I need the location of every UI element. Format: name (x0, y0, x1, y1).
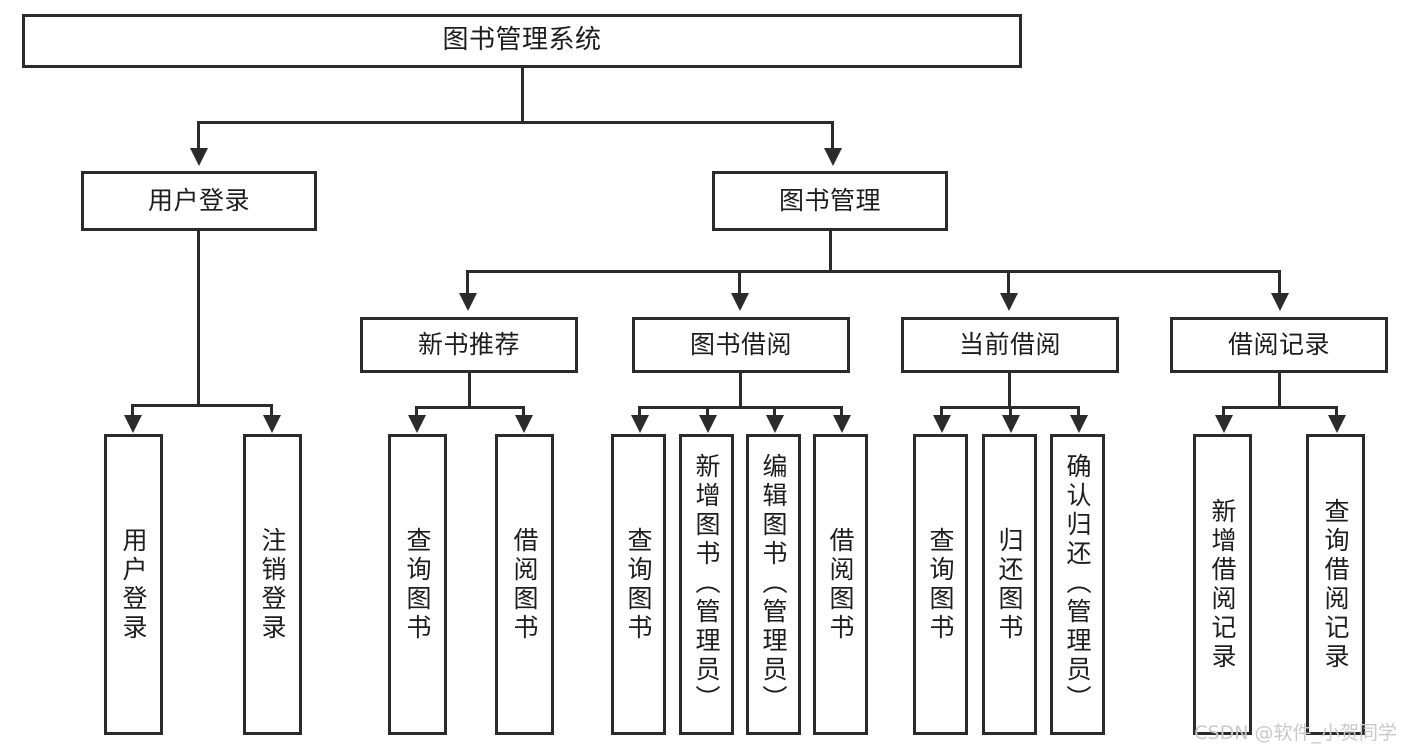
connector-current-borrow-leaf-2 (1009, 406, 1012, 416)
connector-root-bus (197, 121, 834, 124)
connector-to-book-mgmt (831, 121, 834, 149)
arrow-borrow-record-leaf-2 (1328, 415, 1346, 433)
connector-new-book-stem (468, 373, 471, 406)
node-label: 用户登录 (147, 185, 250, 215)
node-new-book-recommend[interactable]: 新书推荐 (360, 317, 578, 373)
node-label: 借阅图书 (826, 526, 855, 643)
connector-book-mgmt-stem (829, 231, 832, 270)
node-label: 借阅图书 (510, 526, 539, 643)
node-label: 新增图书（管理员） (692, 453, 721, 714)
leaf-add-book-admin[interactable]: 新增图书（管理员） (679, 434, 734, 735)
connector-to-current-borrow (1007, 270, 1010, 294)
arrow-to-user-login (190, 148, 208, 166)
node-user-login[interactable]: 用户登录 (81, 171, 317, 231)
connector-book-borrow-leaf-3 (773, 406, 776, 416)
leaf-query-book-new[interactable]: 查询图书 (388, 434, 447, 735)
arrow-to-book-borrow (731, 293, 749, 311)
connector-user-login-leaf-2 (270, 404, 273, 416)
node-label: 查询图书 (926, 526, 955, 643)
node-root-system[interactable]: 图书管理系统 (22, 14, 1022, 68)
arrow-book-borrow-leaf-1 (631, 415, 649, 433)
connector-user-login-bus (131, 404, 270, 407)
connector-book-borrow-stem (739, 373, 742, 406)
node-current-borrow[interactable]: 当前借阅 (901, 317, 1119, 373)
node-label: 新增借阅记录 (1208, 497, 1237, 672)
arrow-current-borrow-leaf-1 (933, 415, 951, 433)
node-label: 用户登录 (119, 526, 148, 643)
node-book-management[interactable]: 图书管理 (712, 171, 948, 231)
arrow-book-borrow-leaf-2 (699, 415, 717, 433)
connector-current-borrow-stem (1008, 373, 1011, 406)
arrow-book-borrow-leaf-4 (833, 415, 851, 433)
connector-borrow-record-bus (1222, 406, 1338, 409)
connector-borrow-record-stem (1278, 373, 1281, 406)
watermark-text: CSDN @软件_小贺同学 (1194, 722, 1397, 744)
leaf-edit-book-admin[interactable]: 编辑图书（管理员） (746, 434, 801, 735)
connector-book-borrow-leaf-4 (840, 406, 843, 416)
connector-current-borrow-leaf-3 (1077, 406, 1080, 416)
connector-current-borrow-leaf-1 (940, 406, 943, 416)
arrow-to-current-borrow (1000, 293, 1018, 311)
arrow-to-borrow-record (1271, 293, 1289, 311)
connector-borrow-record-leaf-1 (1222, 406, 1225, 416)
connector-user-login-leaf-1 (131, 404, 134, 416)
node-label: 编辑图书（管理员） (759, 453, 788, 714)
node-label: 注销登录 (258, 526, 287, 643)
connector-book-mgmt-bus (466, 270, 1278, 273)
connector-to-borrow-record (1278, 270, 1281, 294)
leaf-query-book-borrow[interactable]: 查询图书 (611, 434, 666, 735)
leaf-add-borrow-record[interactable]: 新增借阅记录 (1193, 434, 1252, 735)
connector-book-borrow-leaf-2 (706, 406, 709, 416)
node-label: 借阅记录 (1227, 329, 1330, 359)
leaf-borrow-book[interactable]: 借阅图书 (813, 434, 868, 735)
node-label: 图书借阅 (689, 329, 792, 359)
arrow-current-borrow-leaf-3 (1070, 415, 1088, 433)
connector-root-stem (521, 68, 524, 121)
leaf-return-book[interactable]: 归还图书 (982, 434, 1037, 735)
arrow-user-login-leaf-1 (124, 415, 142, 433)
connector-new-book-leaf-2 (522, 406, 525, 416)
connector-new-book-leaf-1 (415, 406, 418, 416)
leaf-confirm-return-admin[interactable]: 确认归还（管理员） (1050, 434, 1105, 735)
node-label: 归还图书 (995, 526, 1024, 643)
arrow-current-borrow-leaf-2 (1002, 415, 1020, 433)
leaf-user-login[interactable]: 用户登录 (104, 434, 163, 735)
node-label: 新书推荐 (417, 329, 520, 359)
leaf-query-book-current[interactable]: 查询图书 (913, 434, 968, 735)
arrow-book-borrow-leaf-3 (766, 415, 784, 433)
node-label: 图书管理 (778, 185, 881, 215)
connector-new-book-bus (415, 406, 525, 409)
leaf-logout[interactable]: 注销登录 (243, 434, 302, 735)
connector-to-user-login (197, 121, 200, 149)
node-borrow-record[interactable]: 借阅记录 (1170, 317, 1388, 373)
connector-to-book-borrow (738, 270, 741, 294)
arrow-new-book-leaf-2 (515, 415, 533, 433)
leaf-query-borrow-record[interactable]: 查询借阅记录 (1306, 434, 1365, 735)
node-label: 当前借阅 (958, 329, 1061, 359)
arrow-user-login-leaf-2 (263, 415, 281, 433)
connector-to-new-book (466, 270, 469, 294)
node-book-borrow[interactable]: 图书借阅 (632, 317, 850, 373)
arrow-to-book-mgmt (824, 148, 842, 166)
node-label: 查询借阅记录 (1321, 497, 1350, 672)
connector-book-borrow-leaf-1 (638, 406, 641, 416)
arrow-borrow-record-leaf-1 (1215, 415, 1233, 433)
arrow-new-book-leaf-1 (408, 415, 426, 433)
node-label: 查询图书 (403, 526, 432, 643)
arrow-to-new-book (459, 293, 477, 311)
connector-borrow-record-leaf-2 (1335, 406, 1338, 416)
node-label: 确认归还（管理员） (1063, 453, 1092, 714)
connector-user-login-stem (197, 231, 200, 404)
node-label: 查询图书 (624, 526, 653, 643)
node-label: 图书管理系统 (442, 25, 602, 56)
connector-book-borrow-bus (638, 406, 842, 409)
leaf-borrow-book-new[interactable]: 借阅图书 (495, 434, 554, 735)
